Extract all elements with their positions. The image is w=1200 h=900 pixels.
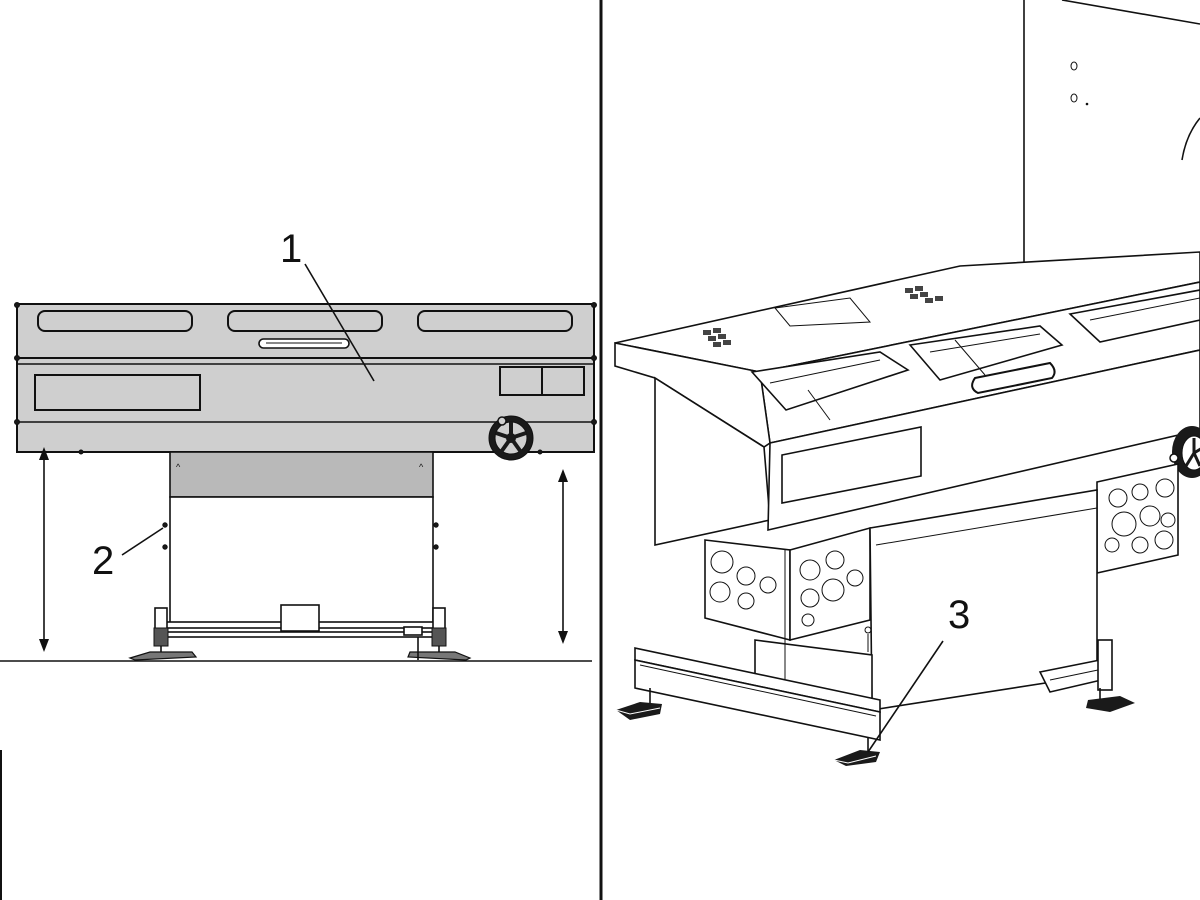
lid-window-center — [227, 310, 383, 332]
control-box-left — [499, 366, 543, 396]
iso-lid-handle — [971, 361, 1056, 395]
lid-window-left — [37, 310, 193, 332]
callout-3: 3 — [867, 593, 970, 753]
iso-foot-left — [615, 688, 662, 720]
isometric-view: 3 — [614, 0, 1200, 766]
iso-label-plate — [781, 426, 922, 504]
iso-foot-right — [1086, 688, 1135, 712]
height-arrow-left — [39, 447, 49, 652]
lid-window-right — [417, 310, 573, 332]
front-view: ^ ^ — [0, 227, 597, 662]
iso-foot-front — [833, 738, 880, 766]
iso-vent-right — [905, 286, 943, 303]
control-box-right — [541, 366, 585, 396]
iso-bracket-left — [704, 526, 871, 642]
iso-window-3 — [1068, 289, 1200, 343]
iso-bracket-right — [1096, 463, 1179, 574]
handwheel-icon — [488, 415, 534, 461]
support-column-lower — [169, 496, 434, 625]
base-center-block — [280, 604, 320, 632]
iso-window-1 — [750, 351, 910, 411]
base-frame — [128, 604, 472, 661]
height-arrow-right — [558, 469, 568, 644]
iso-vent-left — [703, 328, 731, 347]
svg-text:^: ^ — [419, 462, 424, 472]
svg-text:3: 3 — [948, 593, 970, 637]
iso-handwheel-icon — [1169, 426, 1200, 478]
iso-base-rail — [634, 639, 1113, 741]
callout-1: 1 — [280, 227, 375, 382]
support-column-upper — [169, 451, 434, 498]
label-plate — [34, 374, 201, 411]
svg-text:1: 1 — [280, 227, 302, 271]
callout-2: 2 — [92, 527, 164, 583]
iso-window-2 — [908, 325, 1064, 381]
svg-text:2: 2 — [92, 539, 114, 583]
svg-text:^: ^ — [176, 462, 181, 472]
